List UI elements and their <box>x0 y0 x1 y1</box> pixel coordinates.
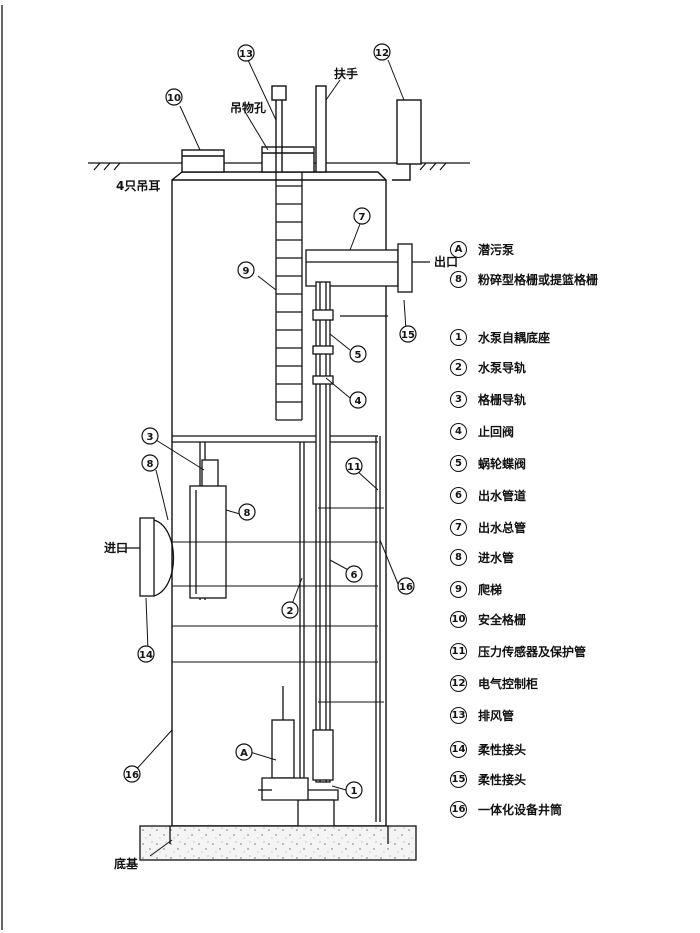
label-base: 底基 <box>114 856 139 871</box>
legend-text: 粉碎型格栅或提篮格栅 <box>478 273 599 287</box>
legend-number: 3 <box>450 391 467 408</box>
legend-number: 12 <box>450 675 467 692</box>
legend-text: 蜗轮蝶阀 <box>478 457 527 471</box>
submersible-pump <box>258 686 309 801</box>
callout-circle <box>373 43 391 61</box>
pump-guide-rail <box>299 442 305 790</box>
callout-2: 2 <box>287 606 294 617</box>
callout-circle <box>399 325 417 343</box>
callout-circle <box>238 503 256 521</box>
callout-5: 5 <box>355 350 362 361</box>
legend-number: 4 <box>450 423 467 440</box>
callout-circle <box>349 345 367 363</box>
callout-6: 6 <box>351 570 358 581</box>
legend-number: 16 <box>450 801 467 818</box>
callout-circle <box>353 207 371 225</box>
callout-13: 13 <box>239 49 253 60</box>
legend-number: 8 <box>450 271 467 288</box>
legend-text: 排风管 <box>478 709 515 723</box>
legend-text: 水泵导轨 <box>478 361 527 375</box>
callout-circle <box>281 601 299 619</box>
legend-text: 水泵自耦底座 <box>478 331 551 345</box>
callout-1: 1 <box>351 786 358 797</box>
callout-circle <box>349 391 367 409</box>
legend-number: 10 <box>450 611 467 628</box>
legend-number: 1 <box>450 329 467 346</box>
concrete-base <box>139 825 417 861</box>
legend-text: 安全格栅 <box>478 613 527 627</box>
legend-number: A <box>450 241 467 258</box>
outlet-main-pipe <box>305 243 430 317</box>
grinder-screen <box>189 442 227 600</box>
legend-text: 电气控制柜 <box>478 677 539 691</box>
legend-text: 出水管道 <box>478 489 527 503</box>
callout-circle <box>123 765 141 783</box>
legend-number: 9 <box>450 581 467 598</box>
callout-circle <box>165 88 183 106</box>
callout-7: 7 <box>359 212 366 223</box>
callout-4: 4 <box>355 396 362 407</box>
callout-A: A <box>240 748 248 759</box>
legend-number: 15 <box>450 771 467 788</box>
callout-9: 9 <box>243 266 250 277</box>
legend-text: 柔性接头 <box>478 773 527 787</box>
legend-number: 13 <box>450 707 467 724</box>
callout-8-inlet: 8 <box>147 459 154 470</box>
label-outlet: 出口 <box>434 254 458 269</box>
callout-circle <box>345 565 363 583</box>
callout-12: 12 <box>375 48 389 59</box>
level-lines <box>172 507 384 703</box>
platform <box>172 435 378 443</box>
callout-circle <box>345 457 363 475</box>
label-lifting-lugs: 4只吊耳 <box>116 179 160 193</box>
callout-circle <box>235 743 253 761</box>
legend-number: 14 <box>450 741 467 758</box>
label-hoist-hole: 吊物孔 <box>230 100 266 115</box>
legend-number: 7 <box>450 519 467 536</box>
legend-number: 6 <box>450 487 467 504</box>
legend-text: 爬梯 <box>478 583 503 597</box>
callout-3: 3 <box>147 432 154 443</box>
handrail <box>315 85 327 173</box>
legend-text: 出水总管 <box>478 521 527 535</box>
callout-10: 10 <box>167 93 181 104</box>
callout-14: 14 <box>139 650 153 661</box>
legend-number: 2 <box>450 359 467 376</box>
inlet-pipe <box>118 517 174 597</box>
callout-15: 15 <box>401 330 415 341</box>
pressure-sensor-tube <box>375 436 381 822</box>
callout-16-left: 16 <box>125 770 139 781</box>
callout-8-grinder: 8 <box>244 508 251 519</box>
callout-circle <box>141 427 159 445</box>
ladder <box>275 172 303 421</box>
callout-circle <box>345 781 363 799</box>
callout-circles <box>123 43 417 799</box>
callout-circle <box>137 645 155 663</box>
label-handrail: 扶手 <box>334 66 358 81</box>
legend-text: 止回阀 <box>478 425 515 439</box>
hoist-hole <box>261 85 315 173</box>
legend-number: 5 <box>450 455 467 472</box>
callout-circle <box>141 454 159 472</box>
legend-text: 一体化设备井筒 <box>478 803 563 817</box>
control-cabinet <box>392 99 422 181</box>
outlet-pipe <box>297 281 339 827</box>
legend-number: 8 <box>450 549 467 566</box>
legend-number: 11 <box>450 643 467 660</box>
legend-text: 进水管 <box>478 551 515 565</box>
legend-text: 格栅导轨 <box>478 393 527 407</box>
safety-grating <box>181 149 225 173</box>
legend-text: 潜污泵 <box>478 243 515 257</box>
callout-circle <box>237 44 255 62</box>
callout-16-right: 16 <box>399 582 413 593</box>
callout-circle <box>237 261 255 279</box>
legend-text: 压力传感器及保护管 <box>478 645 587 659</box>
callout-11: 11 <box>347 462 361 473</box>
legend-text: 柔性接头 <box>478 743 527 757</box>
label-inlet: 进口 <box>104 540 128 555</box>
callout-circle <box>397 577 415 595</box>
leader-lines <box>133 59 407 857</box>
